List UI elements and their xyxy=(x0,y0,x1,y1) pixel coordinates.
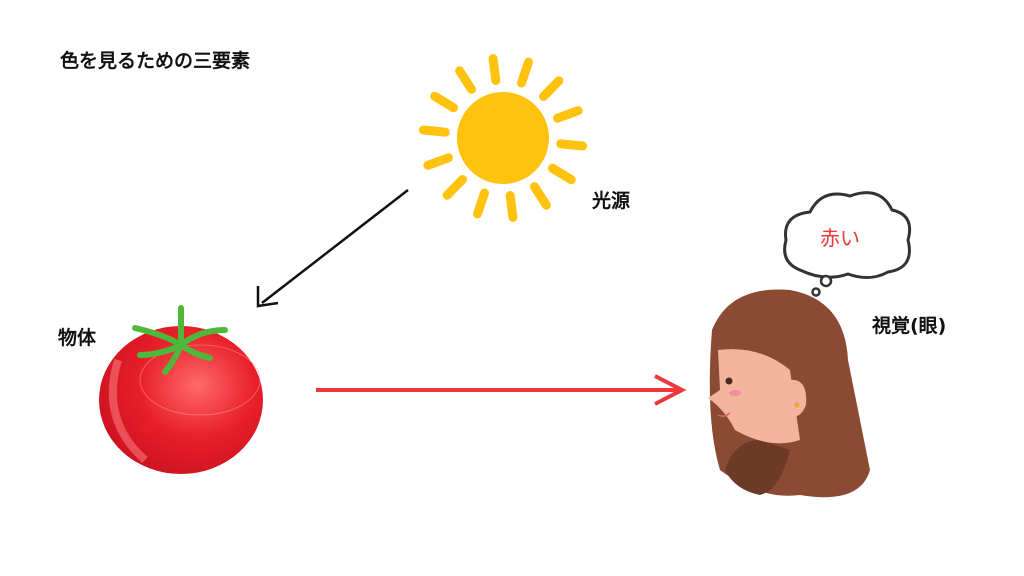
sun-ray xyxy=(539,76,564,101)
girl-head-icon xyxy=(708,289,870,498)
sun-ray xyxy=(547,163,576,185)
light-arrow-head xyxy=(256,286,279,308)
sun-ray xyxy=(423,153,453,170)
diagram-title: 色を見るための三要素 xyxy=(60,50,251,72)
light-source-label: 光源 xyxy=(592,190,631,212)
sun-ray xyxy=(556,139,588,151)
sun-ray xyxy=(553,106,583,123)
sun-ray xyxy=(505,191,518,222)
tomato-icon xyxy=(99,305,263,474)
sun-ray xyxy=(529,182,551,210)
thought-text: 赤い xyxy=(820,226,860,250)
sun-ray xyxy=(473,188,490,219)
sun-ray xyxy=(516,57,533,88)
reflection-arrow-head xyxy=(654,374,687,406)
sun-ray xyxy=(430,91,459,113)
sun-ray xyxy=(455,66,477,94)
sun-ray xyxy=(418,125,450,137)
sun-icon xyxy=(418,54,588,222)
light-arrow xyxy=(261,189,409,304)
sun-ray xyxy=(442,175,467,200)
sun-ray xyxy=(488,54,501,85)
object-label: 物体 xyxy=(58,327,97,349)
vision-label: 視覚(眼) xyxy=(872,315,947,337)
